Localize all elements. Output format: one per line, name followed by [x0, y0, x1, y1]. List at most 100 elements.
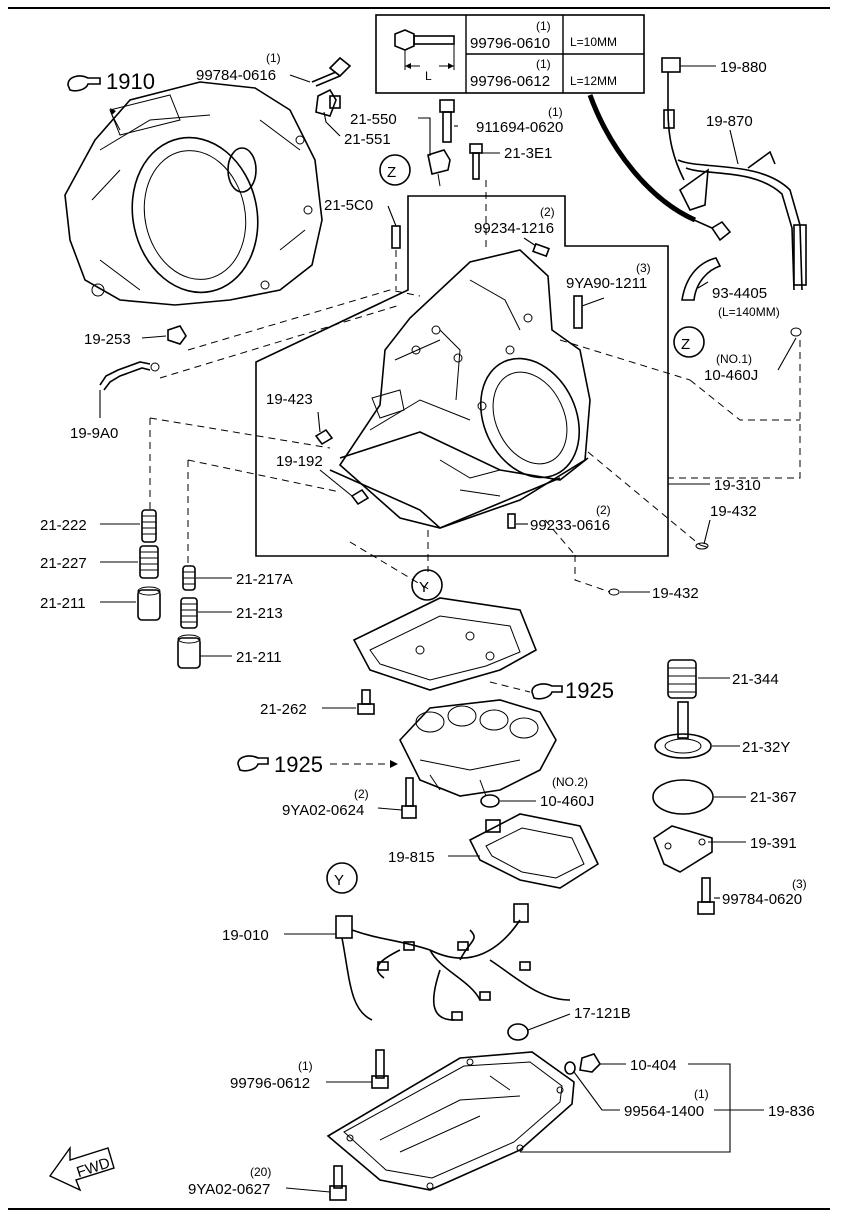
label-21-551: 21-551: [344, 131, 391, 148]
label-note-93-4405: (L=140MM): [718, 305, 780, 319]
label-9ya90-1211: 9YA90-1211: [566, 275, 647, 292]
dipstick-tube-19-870: [677, 150, 807, 291]
hose-93-4405: [681, 257, 722, 301]
label-911694-0620: 911694-0620: [476, 119, 563, 136]
bolt-table-row2-length: L=12MM: [570, 74, 617, 88]
harness-wire: [587, 94, 697, 223]
bolt-table-row1-qty: (1): [536, 19, 551, 33]
label-qty-99233-0616: (2): [596, 503, 611, 517]
label-9ya02-0627: 9YA02-0627: [188, 1181, 270, 1198]
ref-1925-left-label: 1925: [274, 752, 323, 777]
transaxle-case: [64, 81, 323, 306]
pointing-hand-icon: [67, 75, 101, 92]
label-21-550: 21-550: [350, 111, 397, 128]
label-qty-9ya02-0627: (20): [250, 1165, 271, 1179]
part-labels: (1) 99784-0616 21-550 21-551 (1) 911694-…: [40, 51, 815, 1198]
ref-1910: 1910: [67, 69, 155, 94]
grommet-17-121b: [507, 1023, 529, 1041]
spring-21-344: [667, 659, 697, 699]
label-17-121b: 17-121B: [574, 1005, 631, 1022]
bolt-99784-0616: [311, 56, 352, 87]
label-10-460j-no1: 10-460J: [704, 367, 758, 384]
label-21-3e1: 21-3E1: [504, 145, 552, 162]
bolt-21-262: [357, 689, 375, 715]
o-ring-19-432-a: [695, 542, 709, 550]
ref-1925-right-label: 1925: [565, 678, 614, 703]
spring-21-217a: [182, 565, 196, 591]
bolt-table-bolt-icon: [394, 29, 455, 70]
marker-z-hose-label: Z: [681, 336, 690, 353]
pin-21-5c0: [391, 225, 401, 249]
washer-99564-1400: [564, 1061, 576, 1075]
bolt-9ya02-0624: [401, 777, 417, 819]
leader-lines: [100, 65, 797, 1193]
plug-19-423: [314, 428, 334, 446]
ref-1925-right: 1925: [489, 678, 614, 703]
piston-21-32y: [654, 701, 712, 759]
wire-harness: [335, 903, 571, 1021]
marker-y-valve: Y: [411, 569, 443, 601]
label-19-432-b: 19-432: [652, 585, 699, 602]
label-99784-0616: 99784-0616: [196, 67, 276, 84]
marker-y-harness: Y: [326, 862, 358, 894]
label-qty-9ya90-1211: (3): [636, 261, 651, 275]
bolt-table-row1-part: 99796-0610: [470, 35, 550, 52]
marker-z-top-label: Z: [387, 164, 396, 181]
label-19-192: 19-192: [276, 453, 323, 470]
valve-body: [399, 699, 557, 797]
ref-1910-label: 1910: [106, 69, 155, 94]
bolt-21-3e1: [469, 143, 483, 180]
label-qty-99784-0616: (1): [266, 51, 281, 65]
label-21-262: 21-262: [260, 701, 307, 718]
fwd-arrow: FWD: [48, 1145, 115, 1192]
dipstick-19-880: [661, 57, 685, 181]
o-ring-10-460j-no2: [480, 794, 500, 808]
bolt-99796-0612: [371, 1049, 389, 1089]
label-qty-10-460j-no2: (NO.2): [552, 775, 588, 789]
bolt-table-row2-qty: (1): [536, 57, 551, 71]
label-21-5c0: 21-5C0: [324, 197, 373, 214]
cover-19-391: [653, 825, 713, 873]
sleeve-21-211-right: [177, 634, 201, 669]
label-qty-9ya02-0624: (2): [354, 787, 369, 801]
label-19-423: 19-423: [266, 391, 313, 408]
label-99784-0620: 99784-0620: [722, 891, 802, 908]
spring-21-213: [180, 597, 198, 629]
label-qty-10-460j-no1: (NO.1): [716, 352, 752, 366]
label-19-253: 19-253: [84, 331, 131, 348]
oil-pan: [326, 1051, 575, 1191]
label-10-404: 10-404: [630, 1057, 677, 1074]
label-21-32y: 21-32Y: [742, 739, 790, 756]
label-21-213: 21-213: [236, 605, 283, 622]
bolt-dipstick-tube: [693, 219, 732, 242]
bolt-table: L (1) 99796-0610 L=10MM (1) 99796-0612 L…: [375, 14, 645, 94]
label-99233-0616: 99233-0616: [530, 517, 610, 534]
label-93-4405: 93-4405: [712, 285, 767, 302]
label-21-211-right: 21-211: [236, 649, 282, 666]
transaxle-body: [329, 249, 591, 529]
marker-z-hose: Z: [673, 326, 705, 358]
label-21-227: 21-227: [40, 555, 87, 572]
stud-9ya90-1211: [573, 295, 583, 329]
marker-y-valve-label: Y: [419, 579, 429, 596]
label-99234-1216: 99234-1216: [474, 220, 554, 237]
plug-19-192: [350, 488, 370, 506]
label-19-432-a: 19-432: [710, 503, 757, 520]
label-19-836: 19-836: [768, 1103, 815, 1120]
label-19-391: 19-391: [750, 835, 797, 852]
seal-ring-21-367: [652, 779, 714, 815]
label-21-217a: 21-217A: [236, 571, 293, 588]
label-qty-99796-0612: (1): [298, 1059, 313, 1073]
cap-19-253: [167, 325, 187, 345]
dowel-99234-1216: [532, 242, 550, 258]
sensor-21-550: [427, 149, 451, 187]
bolt-9ya02-0627: [329, 1165, 347, 1201]
label-qty-99564-1400: (1): [694, 1087, 709, 1101]
pipe-19-9a0: [99, 361, 160, 418]
drain-plug-10-404: [579, 1053, 602, 1073]
label-10-460j-no2: 10-460J: [540, 793, 594, 810]
pointing-hand-icon: [237, 755, 269, 772]
separator-plate: [352, 597, 538, 691]
bolt-table-row1-length: L=10MM: [570, 35, 617, 49]
